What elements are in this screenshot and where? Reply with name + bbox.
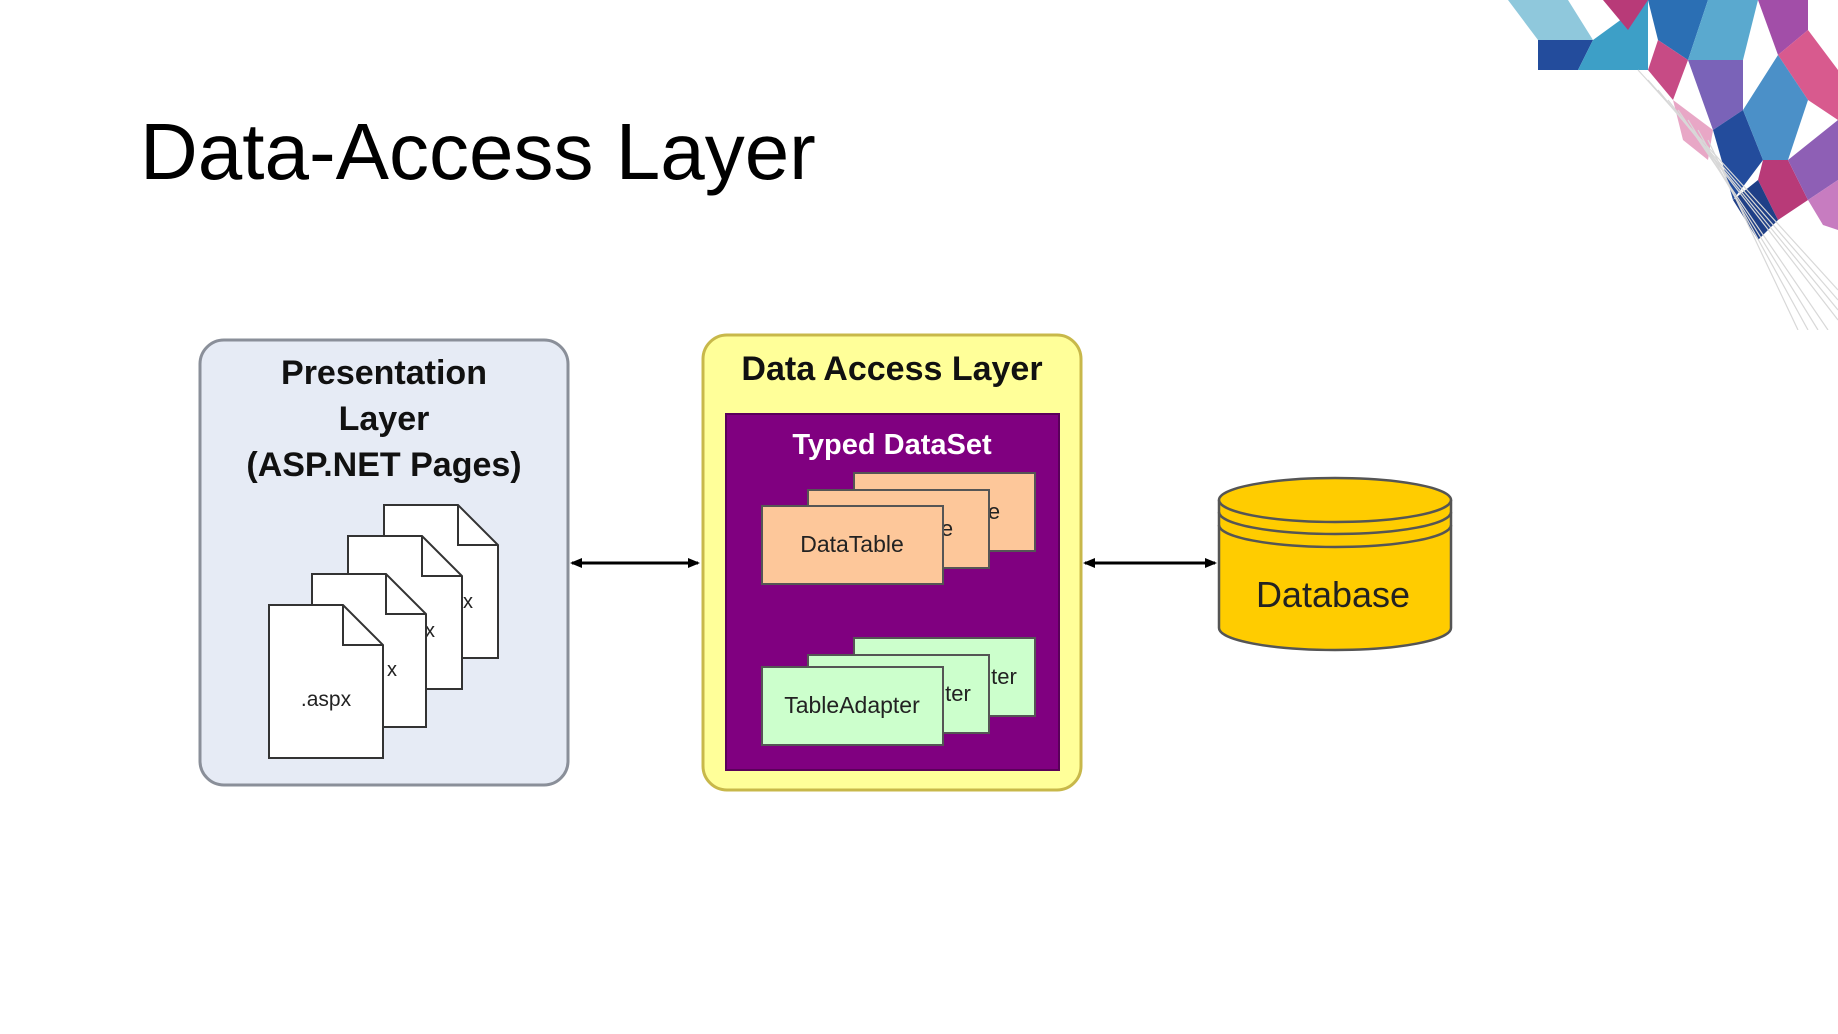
datatable-stack: e e DataTable [761,472,1036,585]
database-cylinder-top [1217,476,1453,524]
presentation-layer-title-line-3: (ASP.NET Pages) [246,446,521,484]
aspx-page-4-label: x [463,591,473,613]
datatable-1-label: DataTable [800,531,904,557]
presentation-layer: Presentation Layer (ASP.NET Pages) x x x [198,338,570,787]
typed-dataset-title: Typed DataSet [792,429,992,461]
aspx-page-3-label: x [425,620,435,642]
aspx-page-1-label: .aspx [301,688,352,711]
aspx-page-1: .aspx [268,604,384,759]
tableadapter-1 [761,666,944,746]
presentation-layer-title-line-2: Layer [339,400,430,438]
data-access-layer: Data Access Layer Typed DataSet e e Data… [701,333,1083,792]
tableadapter-3-label: ter [991,664,1017,689]
datatable-3-label: e [988,499,1000,524]
database: Database [1217,476,1453,652]
database-label: Database [1256,574,1410,615]
database-cylinder-body [1217,500,1453,652]
tableadapter-2-label: ter [945,681,971,706]
data-access-layer-title: Data Access Layer [741,350,1042,388]
tableadapter-1-label: TableAdapter [784,692,920,718]
datatable-1 [761,505,944,585]
aspx-page-2-label: x [387,659,397,681]
presentation-layer-title-line-1: Presentation [281,354,487,392]
corner-decoration-graphic [1508,0,1838,330]
tableadapter-stack: ter ter TableAdapter [761,637,1036,746]
slide-title: Data-Access Layer [140,107,816,196]
